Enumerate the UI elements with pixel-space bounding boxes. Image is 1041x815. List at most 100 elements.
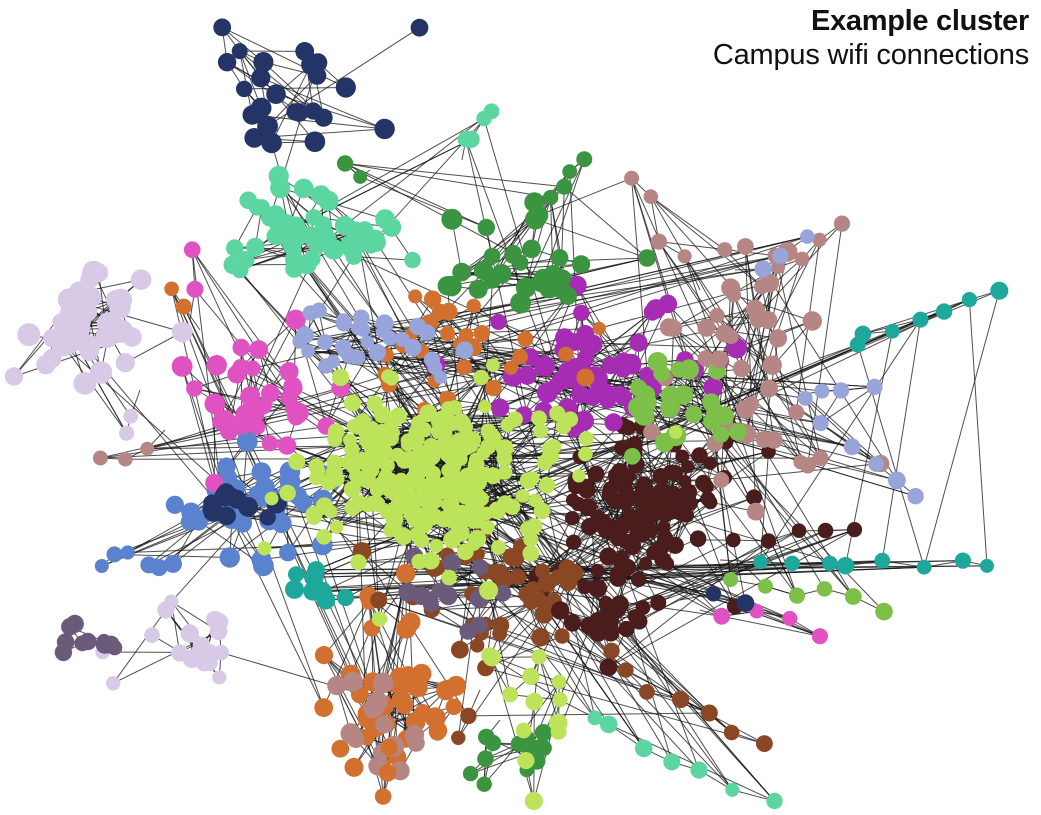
graph-edge [562, 257, 648, 279]
graph-node [232, 358, 250, 377]
graph-node [697, 350, 714, 367]
graph-edge [489, 654, 560, 683]
graph-edge [923, 290, 1000, 568]
graph-node [308, 53, 328, 72]
graph-node [261, 384, 280, 403]
graph-node [650, 594, 667, 611]
graph-node [270, 177, 291, 199]
graph-node [691, 447, 708, 464]
graph-node [636, 476, 652, 492]
graph-node [65, 614, 84, 634]
graph-node [264, 491, 279, 506]
graph-node [344, 441, 360, 458]
graph-node [429, 510, 443, 524]
graph-node [350, 495, 368, 512]
graph-node [757, 578, 773, 594]
graph-node [175, 298, 192, 315]
graph-node [398, 582, 418, 602]
graph-edge [730, 286, 763, 337]
graph-edge [605, 539, 734, 604]
graph-node [382, 217, 402, 237]
graph-node [643, 423, 661, 441]
title-block: Example cluster Campus wifi connections [713, 4, 1029, 72]
graph-node [396, 618, 417, 639]
graph-node [255, 398, 272, 415]
graph-edge [631, 177, 748, 435]
graph-node [419, 404, 437, 423]
graph-node [766, 792, 783, 810]
graph-node [468, 279, 488, 299]
graph-node [479, 580, 499, 600]
graph-node [517, 331, 534, 347]
graph-edge [820, 386, 875, 424]
graph-node [843, 438, 861, 456]
graph-node [342, 671, 363, 692]
graph-node [509, 568, 527, 586]
graph-node [476, 776, 492, 792]
graph-node [94, 559, 109, 573]
graph-edge [538, 177, 632, 216]
graph-node [455, 526, 470, 542]
graph-node [812, 415, 829, 432]
graph-node [217, 53, 237, 72]
graph-node [302, 305, 319, 321]
graph-node [624, 448, 641, 465]
graph-node [292, 334, 307, 349]
graph-node [677, 249, 692, 264]
graph-node [515, 277, 537, 298]
graph-node [320, 473, 338, 491]
graph-node [329, 520, 344, 534]
graph-node [705, 586, 722, 602]
graph-node [744, 396, 760, 412]
graph-node [452, 262, 471, 282]
graph-edge [360, 176, 487, 228]
graph-node [768, 329, 788, 348]
graph-node [350, 554, 367, 571]
graph-node [888, 471, 906, 490]
graph-node [478, 728, 495, 746]
graph-node [288, 453, 306, 471]
graph-node [43, 328, 63, 348]
graph-node [551, 601, 570, 620]
graph-node [236, 430, 258, 452]
graph-node [366, 232, 386, 252]
graph-edge [294, 566, 925, 590]
graph-node [618, 483, 634, 499]
graph-node [490, 313, 507, 330]
graph-node [422, 596, 439, 613]
graph-node [522, 545, 540, 562]
graph-node [165, 495, 184, 514]
graph-node [326, 354, 341, 368]
graph-node [404, 725, 425, 745]
graph-node [309, 471, 324, 486]
graph-node [280, 389, 298, 407]
graph-edge [525, 158, 585, 288]
graph-node [723, 329, 739, 345]
graph-node [17, 323, 41, 347]
graph-edge [63, 345, 128, 434]
graph-node [709, 307, 725, 324]
graph-node [269, 217, 289, 236]
graph-node [233, 513, 253, 533]
graph-node [726, 532, 741, 548]
graph-node [323, 238, 345, 260]
graph-node [515, 489, 530, 503]
graph-node [140, 441, 155, 456]
graph-node [554, 628, 570, 644]
graph-node [675, 500, 691, 516]
graph-node [632, 517, 646, 532]
graph-node [588, 578, 608, 598]
graph-node [409, 466, 426, 483]
graph-node [791, 523, 807, 538]
graph-node [279, 362, 299, 382]
graph-node [394, 527, 413, 546]
graph-node [378, 763, 397, 782]
graph-node [685, 405, 703, 424]
graph-node [374, 423, 390, 439]
graph-node [455, 415, 471, 431]
graph-node [410, 432, 425, 448]
graph-edge [642, 529, 855, 609]
graph-node [573, 304, 590, 322]
graph-node [203, 494, 222, 513]
graph-edge [716, 370, 798, 596]
